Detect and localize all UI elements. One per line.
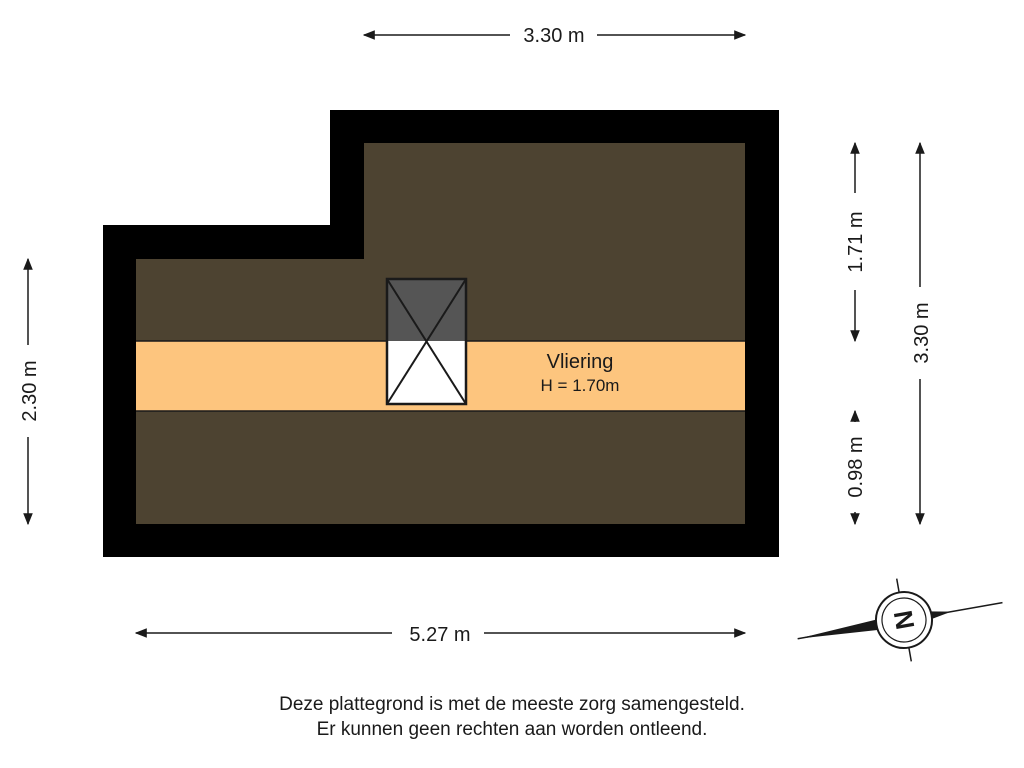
room-name: Vliering — [547, 351, 614, 373]
dimension-right-total: 3.30 m — [911, 141, 933, 526]
dimension-top-label: 3.30 m — [523, 25, 584, 47]
disclaimer: Deze plattegrond is met de meeste zorg s… — [0, 692, 1024, 742]
dimension-right-lower: 0.98 m — [845, 409, 867, 526]
disclaimer-line-2: Er kunnen geen rechten aan worden ontlee… — [316, 719, 708, 740]
compass-icon: N — [797, 578, 1003, 662]
dimension-right-upper-label: 1.71 m — [845, 211, 867, 272]
dimension-bottom: 5.27 m — [134, 624, 747, 646]
dimension-right-upper: 1.71 m — [845, 141, 867, 343]
compass-north-label: N — [888, 608, 921, 632]
dimension-left-label: 2.30 m — [19, 360, 41, 421]
disclaimer-line-1: Deze plattegrond is met de meeste zorg s… — [279, 694, 745, 715]
hatch-icon — [385, 277, 468, 406]
dimension-bottom-label: 5.27 m — [409, 624, 470, 646]
dimension-top: 3.30 m — [362, 25, 747, 47]
dimension-right-total-label: 3.30 m — [911, 302, 933, 363]
dimension-left: 2.30 m — [19, 257, 41, 526]
dimension-right-lower-label: 0.98 m — [845, 436, 867, 497]
room-height-label: H = 1.70m — [541, 376, 620, 395]
